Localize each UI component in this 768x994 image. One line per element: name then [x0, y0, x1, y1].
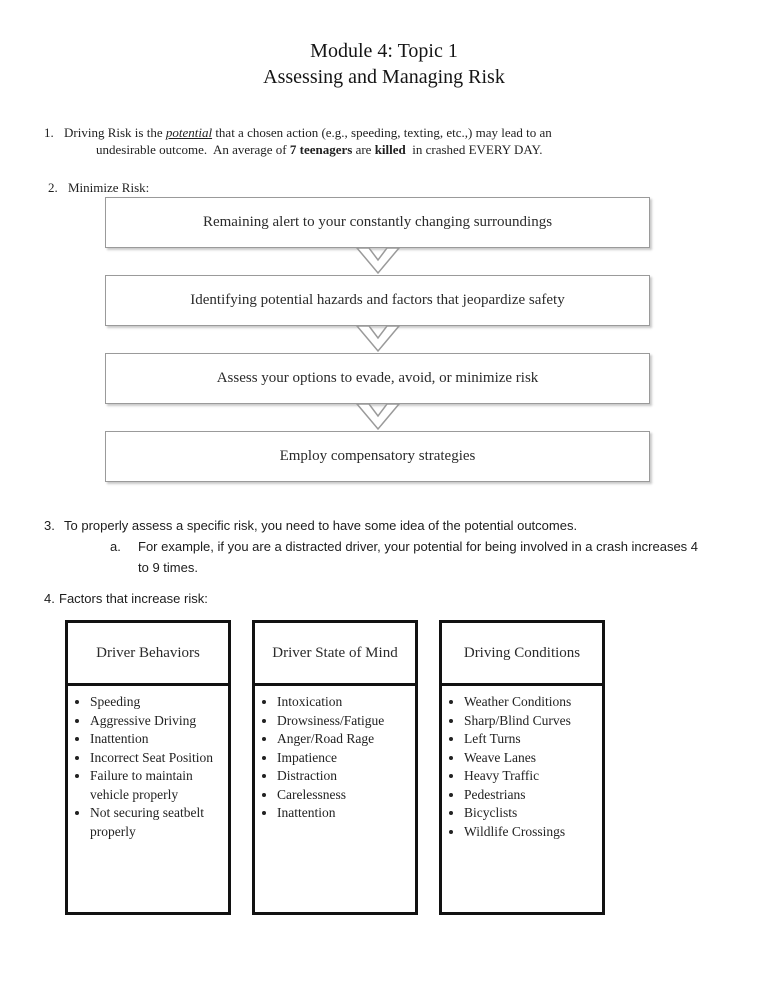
factor-item: Aggressive Driving: [90, 712, 224, 731]
page-title: Module 4: Topic 1 Assessing and Managing…: [0, 38, 768, 90]
down-arrow-icon: [105, 325, 650, 353]
factor-item: Sharp/Blind Curves: [464, 712, 598, 731]
flowchart-step-1: Remaining alert to your constantly chang…: [105, 197, 650, 248]
text-segment: that a chosen action (e.g., speeding, te…: [212, 125, 552, 140]
item-4-text: Factors that increase risk:: [59, 591, 208, 606]
numbered-item-1: 1. Driving Risk is the potential that a …: [44, 124, 552, 158]
flowchart-step-4: Employ compensatory strategies: [105, 431, 650, 482]
page-title-line1: Module 4: Topic 1: [310, 40, 458, 62]
item-1-number: 1.: [44, 125, 54, 140]
factor-item: Heavy Traffic: [464, 767, 598, 786]
down-arrow-icon: [105, 247, 650, 275]
factor-box-driver-behaviors: Driver Behaviors SpeedingAggressive Driv…: [65, 620, 231, 915]
factor-item: Inattention: [277, 804, 411, 823]
factor-item: Not securing seatbelt properly: [90, 804, 224, 841]
factor-item: Left Turns: [464, 730, 598, 749]
factor-item: Anger/Road Rage: [277, 730, 411, 749]
factor-box-driver-state-of-mind: Driver State of Mind IntoxicationDrowsin…: [252, 620, 418, 915]
item-3-number: 3.: [44, 518, 55, 533]
item-3a-line2: to 9 times.: [138, 560, 198, 575]
item-4-number: 4.: [44, 591, 55, 606]
item-3a: a. For example, if you are a distracted …: [110, 536, 698, 578]
factor-list: IntoxicationDrowsiness/FatigueAnger/Road…: [255, 693, 415, 823]
factor-item: Incorrect Seat Position: [90, 749, 224, 768]
text-segment: undesirable outcome. An average of: [96, 142, 290, 157]
text-segment: Driving Risk is the: [64, 125, 166, 140]
factor-item: Carelessness: [277, 786, 411, 805]
factor-box-title: Driving Conditions: [442, 623, 602, 686]
minimize-risk-flowchart: Remaining alert to your constantly chang…: [105, 197, 650, 482]
item-3a-line1: For example, if you are a distracted dri…: [138, 539, 699, 554]
factor-box-title: Driver State of Mind: [255, 623, 415, 686]
item-1-line2: undesirable outcome. An average of 7 tee…: [96, 141, 552, 158]
page-title-line2: Assessing and Managing Risk: [263, 66, 505, 88]
text-segment: 7 teenagers: [289, 142, 353, 157]
text-segment: in crashed EVERY DAY.: [405, 142, 543, 157]
text-segment: killed: [374, 142, 406, 157]
factor-item: Speeding: [90, 693, 224, 712]
factor-item: Bicyclists: [464, 804, 598, 823]
factor-item: Wildlife Crossings: [464, 823, 598, 842]
item-2-number: 2.: [48, 180, 58, 195]
item-1-text: Driving Risk is the potential that a cho…: [64, 124, 552, 158]
numbered-item-3: 3. To properly assess a specific risk, y…: [44, 515, 698, 578]
item-1-line1: Driving Risk is the potential that a cho…: [64, 124, 552, 141]
text-segment: potential: [165, 125, 213, 140]
factor-list: SpeedingAggressive DrivingInattentionInc…: [68, 693, 228, 841]
item-3a-text: For example, if you are a distracted dri…: [138, 536, 698, 578]
flowchart-step-3: Assess your options to evade, avoid, or …: [105, 353, 650, 404]
factor-item: Weather Conditions: [464, 693, 598, 712]
factor-item: Intoxication: [277, 693, 411, 712]
numbered-item-2: 2. Minimize Risk:: [48, 179, 149, 196]
factor-item: Pedestrians: [464, 786, 598, 805]
item-3a-letter: a.: [110, 539, 121, 554]
factor-list: Weather ConditionsSharp/Blind CurvesLeft…: [442, 693, 602, 841]
factor-item: Distraction: [277, 767, 411, 786]
factor-box-driving-conditions: Driving Conditions Weather ConditionsSha…: [439, 620, 605, 915]
text-segment: are: [352, 142, 375, 157]
item-2-text: Minimize Risk:: [68, 180, 150, 195]
flowchart-step-2: Identifying potential hazards and factor…: [105, 275, 650, 326]
item-3-text: To properly assess a specific risk, you …: [64, 515, 698, 578]
numbered-item-4: 4. Factors that increase risk:: [44, 590, 208, 607]
factor-item: Impatience: [277, 749, 411, 768]
factor-item: Failure to maintain vehicle properly: [90, 767, 224, 804]
risk-factor-boxes: Driver Behaviors SpeedingAggressive Driv…: [65, 620, 605, 915]
factor-box-title: Driver Behaviors: [68, 623, 228, 686]
item-3-line: To properly assess a specific risk, you …: [64, 518, 578, 533]
down-arrow-icon: [105, 403, 650, 431]
factor-item: Drowsiness/Fatigue: [277, 712, 411, 731]
factor-item: Weave Lanes: [464, 749, 598, 768]
factor-item: Inattention: [90, 730, 224, 749]
